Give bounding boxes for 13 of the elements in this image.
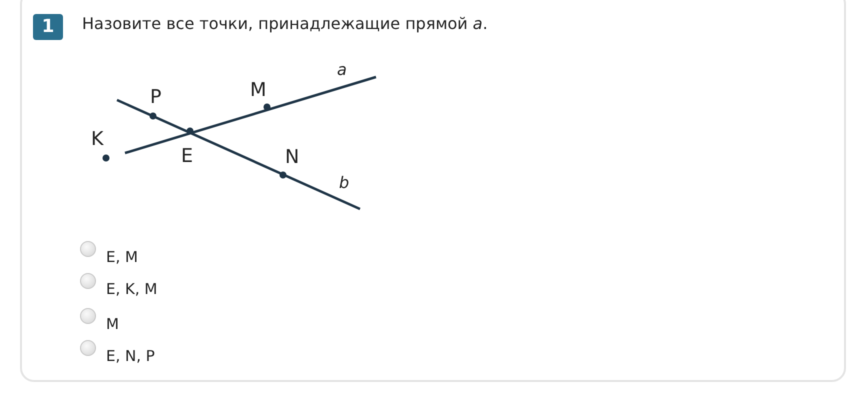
point-label: E — [181, 145, 194, 167]
point-label: P — [150, 86, 162, 108]
line-label: b — [339, 173, 350, 192]
answer-option: E, N, P — [106, 347, 155, 365]
point-label: M — [250, 79, 266, 101]
answer-option: E, M — [106, 248, 138, 266]
point-label: K — [91, 128, 104, 150]
line-label: a — [337, 60, 347, 79]
question-text: Назовите все точки, принадлежащие прямой a. — [82, 14, 488, 33]
answer-option: M — [106, 315, 119, 333]
point-label: N — [285, 146, 300, 168]
answer-option: E, K, M — [106, 280, 158, 298]
question-number: 1 — [33, 14, 63, 40]
